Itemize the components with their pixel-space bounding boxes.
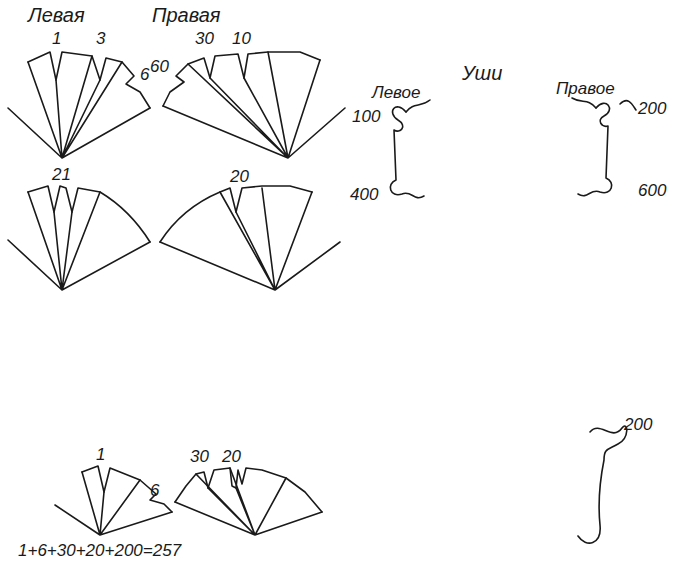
finger-number: 6: [140, 66, 149, 85]
right-hand: [163, 52, 345, 158]
finger-number: 1: [96, 446, 105, 465]
hand-heading: Левая: [28, 4, 85, 26]
finger-number: 30: [190, 448, 209, 467]
left-hand: [8, 52, 150, 158]
finger-number: 20: [230, 168, 249, 187]
ears-heading: Уши: [462, 62, 502, 84]
right-ear: [572, 98, 636, 196]
sum-formula: 1+6+30+20+200=257: [18, 542, 181, 561]
hand-heading: Правая: [152, 4, 221, 26]
finger-number: 10: [232, 30, 251, 49]
ear-number: 200: [624, 416, 652, 435]
right-hand: [160, 186, 340, 290]
ear-number: 200: [638, 100, 666, 119]
left-hand: [55, 466, 172, 535]
ear-number: 400: [350, 186, 378, 205]
finger-number: 60: [150, 58, 169, 77]
finger-number: 20: [222, 448, 241, 467]
finger-number: 30: [195, 30, 214, 49]
finger-number: 1: [52, 30, 61, 49]
finger-number: 3: [96, 30, 105, 49]
ear-number: 600: [638, 182, 666, 201]
right-hand: [175, 468, 322, 535]
left-ear: [390, 100, 430, 198]
finger-number: 21: [52, 166, 71, 185]
right-ear: [578, 426, 627, 543]
left-hand: [8, 186, 150, 290]
finger-number: 6: [150, 482, 159, 501]
ear-heading: Правое: [556, 80, 615, 99]
ear-heading: Левое: [372, 84, 421, 103]
ear-number: 100: [352, 108, 380, 127]
